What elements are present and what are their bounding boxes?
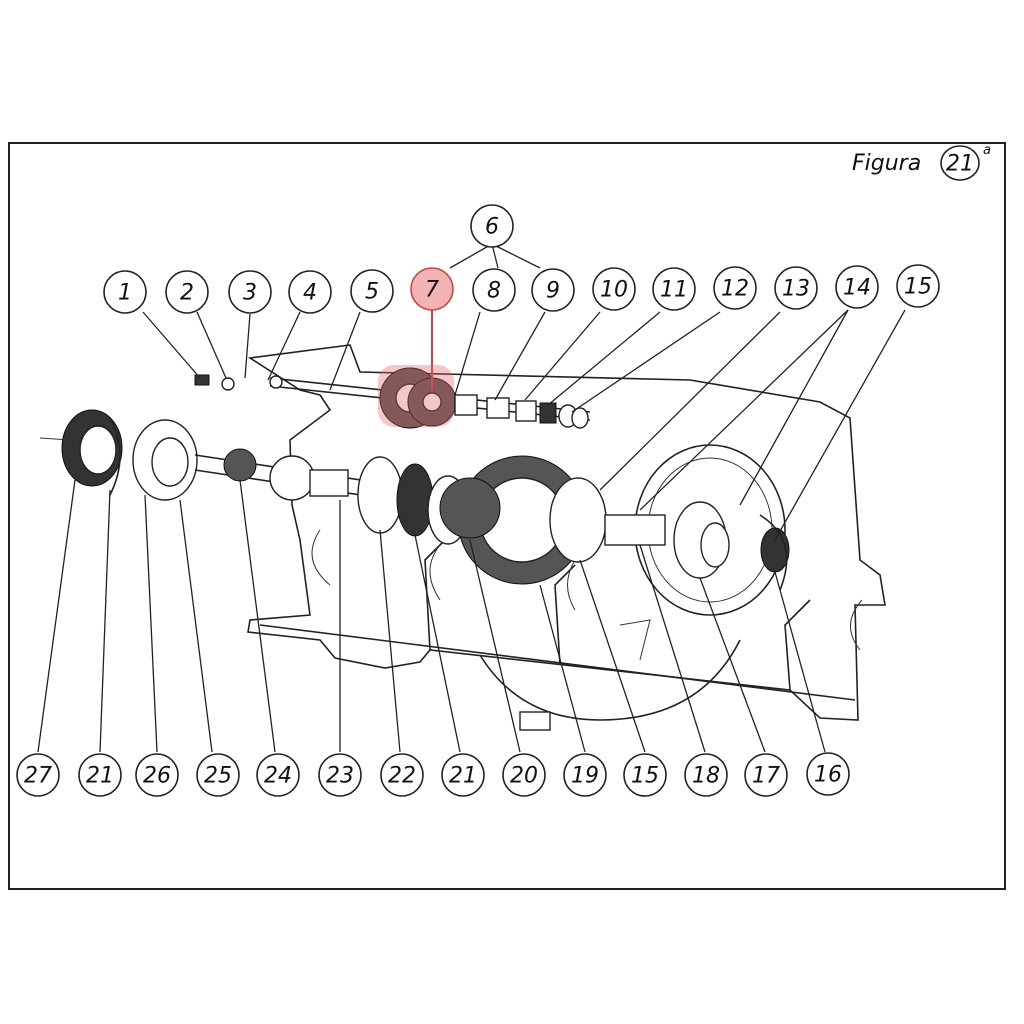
part-7-highlight bbox=[378, 365, 454, 427]
svg-text:10: 10 bbox=[600, 278, 628, 303]
svg-text:7: 7 bbox=[425, 278, 439, 303]
svg-text:25: 25 bbox=[204, 764, 232, 789]
svg-text:21: 21 bbox=[86, 764, 114, 789]
callout-6: 6 bbox=[470, 204, 514, 248]
figure-number-circle bbox=[940, 145, 980, 181]
svg-text:21: 21 bbox=[449, 764, 477, 789]
callout-2: 2 bbox=[165, 270, 209, 314]
svg-text:26: 26 bbox=[143, 764, 171, 789]
callout-22: 22 bbox=[380, 753, 424, 797]
svg-text:4: 4 bbox=[303, 281, 317, 306]
callout-19: 19 bbox=[563, 753, 607, 797]
svg-text:14: 14 bbox=[843, 276, 871, 301]
callouts-bottom: 27 21 26 25 24 23 22 21 20 19 15 18 17 1… bbox=[16, 752, 850, 797]
callout-9: 9 bbox=[531, 268, 575, 312]
svg-text:1: 1 bbox=[118, 281, 132, 306]
callout-15-bottom: 15 bbox=[623, 753, 667, 797]
svg-text:20: 20 bbox=[510, 764, 538, 789]
callout-18: 18 bbox=[684, 753, 728, 797]
figure-number: 21 bbox=[946, 152, 974, 177]
leader-lines bbox=[37, 243, 906, 753]
svg-text:3: 3 bbox=[243, 281, 257, 306]
svg-text:8: 8 bbox=[487, 279, 501, 304]
callout-8: 8 bbox=[472, 268, 516, 312]
callout-1: 1 bbox=[103, 270, 147, 314]
svg-text:16: 16 bbox=[814, 763, 842, 788]
callout-10: 10 bbox=[592, 267, 636, 311]
gearbox-drawing bbox=[39, 344, 886, 731]
svg-text:17: 17 bbox=[752, 764, 780, 789]
svg-text:15: 15 bbox=[904, 275, 932, 300]
callout-23: 23 bbox=[318, 753, 362, 797]
callout-15-top: 15 bbox=[896, 264, 940, 308]
callout-25: 25 bbox=[196, 753, 240, 797]
svg-text:15: 15 bbox=[631, 764, 659, 789]
callout-27: 27 bbox=[16, 753, 60, 797]
svg-text:11: 11 bbox=[660, 278, 688, 303]
svg-text:2: 2 bbox=[180, 281, 194, 306]
callout-7-highlighted: 7 bbox=[410, 267, 454, 311]
callout-11: 11 bbox=[652, 267, 696, 311]
callout-4: 4 bbox=[288, 270, 332, 314]
svg-text:27: 27 bbox=[24, 764, 52, 789]
callouts-top: 1 2 3 4 5 6 7 8 9 10 11 12 13 14 15 bbox=[103, 204, 940, 314]
svg-text:24: 24 bbox=[264, 764, 292, 789]
callout-16: 16 bbox=[806, 752, 850, 796]
svg-text:9: 9 bbox=[546, 279, 560, 304]
callout-12: 12 bbox=[713, 266, 757, 310]
callout-21-right: 21 bbox=[441, 753, 485, 797]
svg-text:18: 18 bbox=[692, 764, 720, 789]
callout-13: 13 bbox=[774, 266, 818, 310]
callout-20: 20 bbox=[502, 753, 546, 797]
svg-text:5: 5 bbox=[365, 280, 379, 305]
callout-5: 5 bbox=[350, 269, 394, 313]
svg-text:23: 23 bbox=[326, 764, 354, 789]
figure-title-label: Figura bbox=[852, 151, 921, 176]
callout-14: 14 bbox=[835, 265, 879, 309]
callout-21-left: 21 bbox=[78, 753, 122, 797]
callout-24: 24 bbox=[256, 753, 300, 797]
svg-text:13: 13 bbox=[782, 277, 810, 302]
figure-title: Figura 21 a bbox=[852, 143, 991, 181]
svg-text:6: 6 bbox=[485, 215, 499, 240]
figure-superscript: a bbox=[983, 143, 991, 158]
callout-26: 26 bbox=[135, 753, 179, 797]
svg-text:12: 12 bbox=[721, 277, 749, 302]
diagram-frame bbox=[8, 142, 1006, 890]
callout-3: 3 bbox=[228, 270, 272, 314]
callout-17: 17 bbox=[744, 753, 788, 797]
svg-text:22: 22 bbox=[388, 764, 416, 789]
svg-text:19: 19 bbox=[571, 764, 599, 789]
